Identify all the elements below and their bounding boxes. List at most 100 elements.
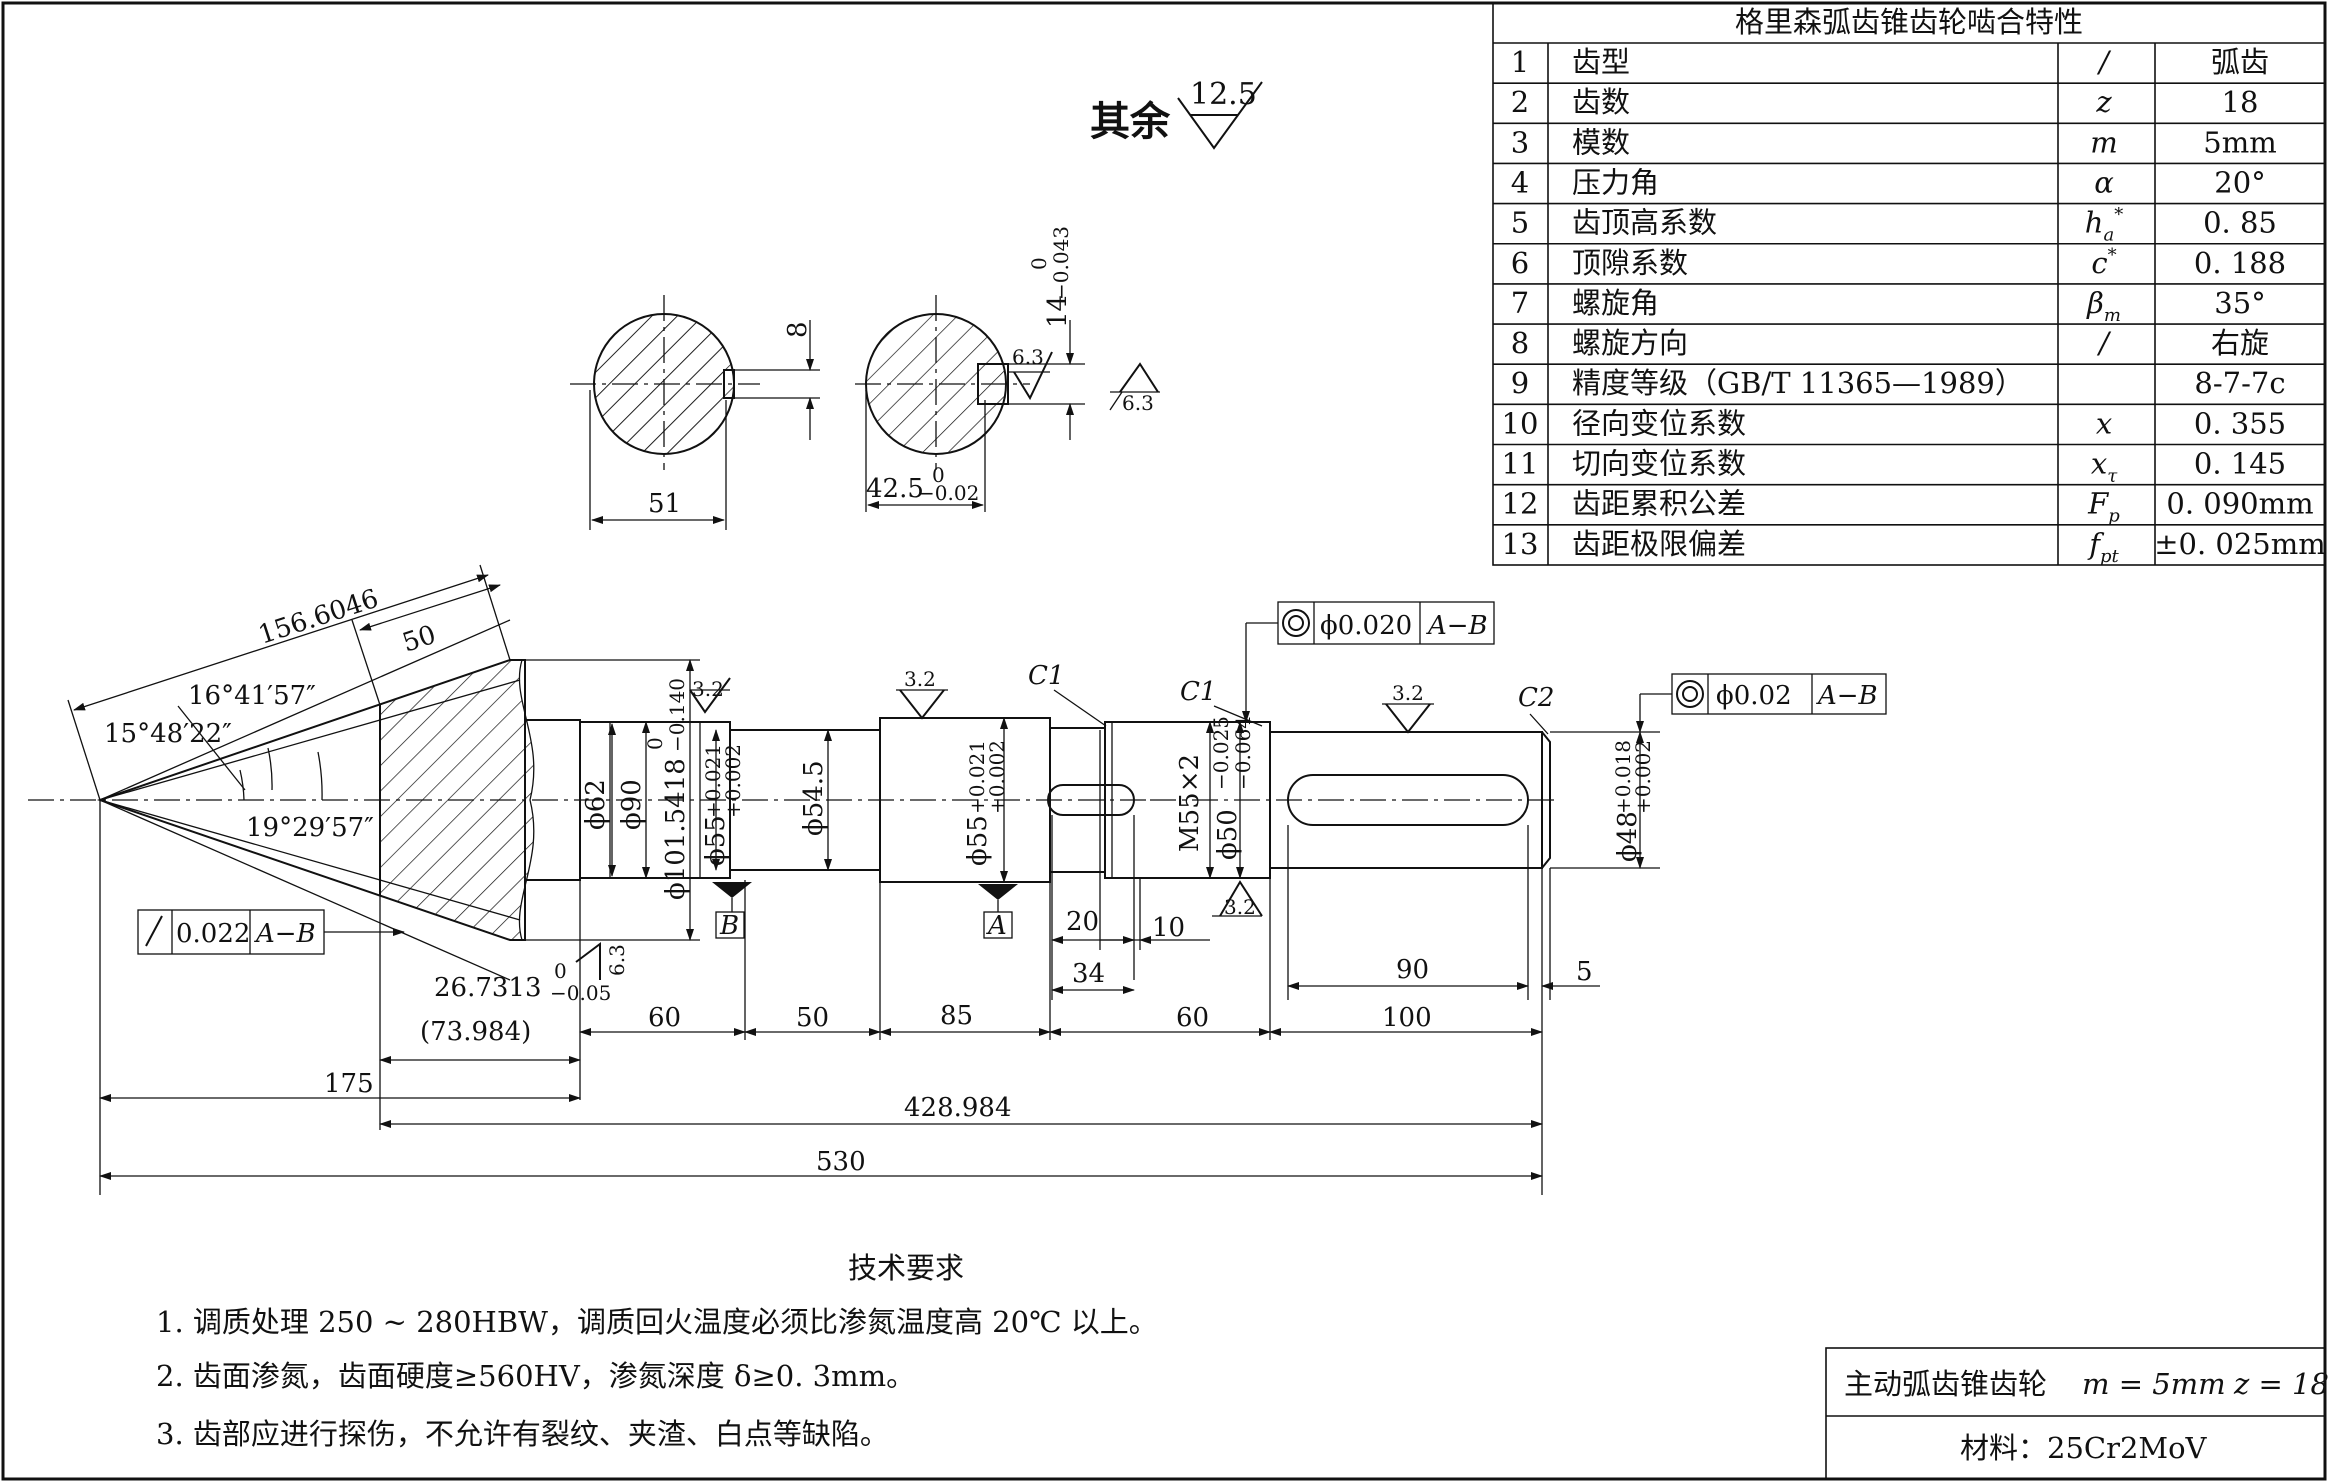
- table-cell-symbol-sup: *: [2108, 245, 2117, 266]
- dim-dia-55b: ϕ55: [963, 815, 993, 866]
- table-cell-no: 4: [1511, 165, 1529, 199]
- dim-dia-50-tol-lower: −0.064: [1231, 716, 1255, 790]
- table-cell-symbol: ha*: [2085, 205, 2123, 246]
- dim-5: 5: [1576, 957, 1593, 987]
- dim-dia-50-tol-upper: −0.025: [1209, 716, 1233, 790]
- table-cell-symbol-sup: *: [2114, 205, 2123, 226]
- right-key-tol-lower: −0.043: [1049, 226, 1073, 300]
- coax-2-value: ϕ0.02: [1716, 681, 1792, 711]
- table-cell-value: 0. 188: [2194, 246, 2286, 280]
- dim-2673: 26.7313: [434, 973, 542, 1003]
- table-cell-value: 0. 355: [2194, 406, 2286, 440]
- dim-90: 90: [1396, 955, 1429, 985]
- table-cell-value: 右旋: [2211, 326, 2269, 360]
- left-width-dim: 51: [648, 489, 681, 519]
- runout-value: 0.022: [176, 919, 250, 949]
- table-cell-symbol: α: [2094, 165, 2114, 199]
- dim-10: 10: [1152, 913, 1185, 943]
- dim-cone-length: 156.6046: [255, 584, 382, 651]
- table-cell-name: 齿距累积公差: [1572, 487, 1746, 521]
- chamfer-3: C2: [1518, 683, 1554, 713]
- right-depth-dim: 42.5: [866, 474, 924, 504]
- table-cell-name: 压力角: [1572, 165, 1659, 199]
- table-cell-name: 齿数: [1572, 85, 1630, 119]
- table-cell-no: 3: [1511, 125, 1529, 159]
- table-cell-symbol: x: [2096, 406, 2112, 440]
- table-cell-value: 0. 090mm: [2166, 487, 2313, 521]
- title-block: 主动弧齿锥齿轮 m = 5mm z = 18 材料：25Cr2MoV: [1825, 1347, 2328, 1480]
- rough-32a: 3.2: [692, 677, 724, 701]
- dim-dia-55b-tol-upper: +0.021: [965, 740, 989, 814]
- coax-1-ref: A−B: [1426, 611, 1488, 641]
- table-cell-no: 7: [1511, 286, 1529, 320]
- dim-73984: (73.984): [420, 1017, 531, 1047]
- dim-dia-101-tol-lower: −0.140: [665, 678, 689, 752]
- left-key-dim: 8: [783, 321, 813, 338]
- table-cell-no: 1: [1511, 45, 1529, 79]
- table-cell-symbol: βm: [2086, 286, 2121, 326]
- roughness-b: 6.3: [1122, 391, 1154, 415]
- table-cell-value: 18: [2222, 85, 2259, 119]
- dim-angle-1: 16°41′57″: [188, 681, 316, 711]
- tech-item-1: 1. 调质处理 250 ~ 280HBW，调质回火温度必须比渗氮温度高 20℃ …: [156, 1305, 1158, 1339]
- rest-label: 其余: [1090, 98, 1171, 145]
- table-cell-value: 0. 85: [2203, 206, 2277, 240]
- table-cell-no: 6: [1511, 246, 1529, 280]
- dim-dia-55a: ϕ55: [701, 815, 731, 866]
- section-view-left: 51 8: [570, 295, 820, 530]
- dim-cone-face: 50: [399, 620, 440, 659]
- table-cell-value: ±0. 025mm: [2154, 527, 2326, 561]
- title-part: 主动弧齿锥齿轮: [1844, 1367, 2047, 1401]
- table-cell-no: 5: [1511, 206, 1529, 240]
- tech-item-2: 2. 齿面渗氮，齿面硬度≥560HV，渗氮深度 δ≥0. 3mm。: [156, 1359, 915, 1393]
- dim-dia-48: ϕ48: [1613, 811, 1643, 862]
- dim-dia-62: ϕ62: [581, 779, 611, 830]
- technical-requirements: 技术要求 1. 调质处理 250 ~ 280HBW，调质回火温度必须比渗氮温度高…: [156, 1251, 1158, 1451]
- dim-60b: 60: [1176, 1003, 1209, 1033]
- dim-thread: M55×2: [1175, 754, 1205, 852]
- table-cell-value: 35°: [2214, 286, 2265, 320]
- table-cell-name: 精度等级（GB/T 11365—1989）: [1572, 366, 2024, 400]
- table-cell-name: 螺旋角: [1572, 286, 1659, 320]
- table-cell-name: 螺旋方向: [1572, 326, 1688, 360]
- table-cell-symbol: z: [2095, 85, 2112, 119]
- roughness-a: 6.3: [1012, 345, 1044, 369]
- chamfer-2: C1: [1180, 677, 1216, 707]
- table-cell-symbol: xτ: [2091, 447, 2118, 487]
- right-key-dim: 14: [1043, 295, 1073, 328]
- table-cell-symbol-sub: τ: [2107, 466, 2118, 487]
- datum-a: A: [986, 911, 1007, 941]
- right-key-tol-upper: 0: [1027, 257, 1051, 270]
- dim-dia-101: ϕ101.5418: [661, 758, 691, 900]
- table-cell-no: 2: [1511, 85, 1529, 119]
- dim-2673-tol-upper: 0: [554, 959, 567, 983]
- coax-1-value: ϕ0.020: [1320, 611, 1412, 641]
- rough-63: 6.3: [605, 944, 629, 976]
- table-cell-symbol-sub: m: [2104, 305, 2121, 326]
- dim-dia-55b-tol-lower: +0.002: [985, 740, 1009, 814]
- table-cell-name: 径向变位系数: [1572, 406, 1746, 440]
- table-cell-value: 0. 145: [2194, 447, 2286, 481]
- table-cell-symbol: /: [2096, 45, 2112, 79]
- chamfer-1: C1: [1028, 661, 1064, 691]
- table-cell-no: 9: [1511, 366, 1529, 400]
- table-cell-no: 13: [1502, 527, 1539, 561]
- table-cell-value: 8-7-7c: [2194, 366, 2285, 400]
- dim-60a: 60: [648, 1003, 681, 1033]
- table-cell-value: 20°: [2214, 165, 2265, 199]
- right-depth-tol-lower: −0.02: [918, 481, 979, 505]
- rest-roughness-note: 其余 12.5: [1090, 77, 1263, 150]
- title-material: 材料：25Cr2MoV: [1960, 1431, 2208, 1465]
- table-cell-symbol-sub: p: [2108, 506, 2120, 527]
- rough-32d: 3.2: [1224, 895, 1256, 919]
- table-cell-symbol: fpt: [2087, 527, 2119, 567]
- dim-175: 175: [324, 1069, 374, 1099]
- dim-2673-tol-lower: −0.05: [550, 981, 611, 1005]
- table-cell-name: 顶隙系数: [1572, 246, 1688, 280]
- title-m: m = 5mm: [2082, 1367, 2226, 1401]
- table-cell-symbol: /: [2096, 326, 2112, 360]
- dim-dia-48-tol-lower: +0.002: [1631, 740, 1655, 814]
- table-cell-symbol: c*: [2091, 245, 2116, 280]
- datum-b: B: [719, 911, 739, 941]
